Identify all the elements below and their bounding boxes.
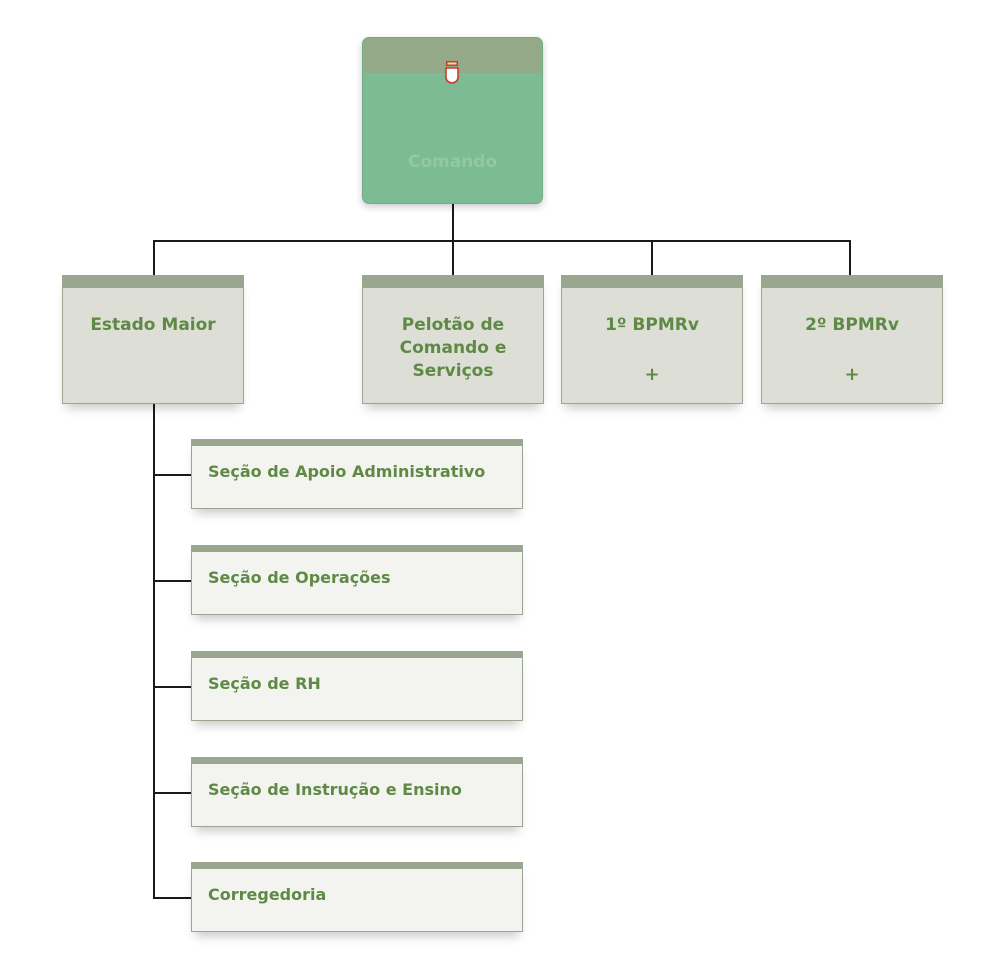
connector-sections-trunk [153,404,155,899]
node-label: 2º BPMRv [805,315,899,335]
connector-pelotao [452,240,454,276]
connector-horizontal [153,240,851,242]
node-label: Seção de Apoio Administrativo [208,462,486,481]
expand-button[interactable]: + [844,364,860,385]
node-header-bar [191,651,523,658]
node-estado-maior[interactable]: Estado Maior [62,275,244,404]
connector-section-1 [153,474,191,476]
node-corregedoria[interactable]: Corregedoria [191,862,523,932]
node-header-bar [191,439,523,446]
node-label: Estado Maior [90,315,216,335]
node-2-bpmrv[interactable]: 2º BPMRv + [761,275,943,404]
node-label: Pelotão de Comando e Serviços [399,315,507,381]
node-label: Comando [407,152,498,172]
node-label: 1º BPMRv [605,315,699,335]
connector-section-3 [153,686,191,688]
node-header-bar [761,275,943,288]
node-header-bar [363,38,542,73]
node-header-bar [191,545,523,552]
connector-section-2 [153,580,191,582]
node-secao-operacoes[interactable]: Seção de Operações [191,545,523,615]
node-secao-instrucao-ensino[interactable]: Seção de Instrução e Ensino [191,757,523,827]
node-secao-apoio-administrativo[interactable]: Seção de Apoio Administrativo [191,439,523,509]
node-secao-rh[interactable]: Seção de RH [191,651,523,721]
node-label: Seção de Instrução e Ensino [208,780,462,799]
expand-button[interactable]: + [644,364,660,385]
node-header-bar [62,275,244,288]
node-header-bar [191,862,523,869]
node-1-bpmrv[interactable]: 1º BPMRv + [561,275,743,404]
node-label: Seção de Operações [208,568,391,587]
shield-icon [445,61,459,84]
connector-2-bpmrv [849,240,851,276]
node-label: Seção de RH [208,674,321,693]
connector-section-5 [153,897,191,899]
node-label: Corregedoria [208,885,327,904]
node-pelotao-comando-servicos[interactable]: Pelotão de Comando e Serviços [362,275,544,404]
connector-section-4 [153,792,191,794]
node-header-bar [362,275,544,288]
connector-1-bpmrv [651,240,653,276]
connector-estado-maior [153,240,155,276]
connector-root-down [452,204,454,241]
node-header-bar [191,757,523,764]
node-header-bar [561,275,743,288]
